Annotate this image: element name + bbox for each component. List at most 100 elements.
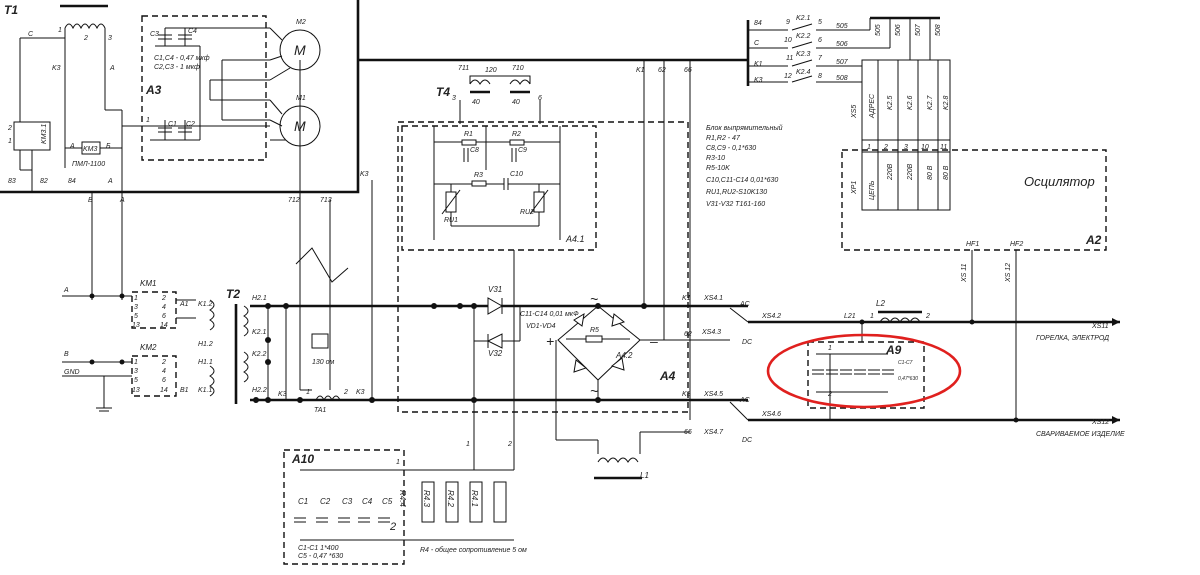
svg-text:XS4.5: XS4.5 xyxy=(703,391,723,398)
svg-text:V31-V32 T161-160: V31-V32 T161-160 xyxy=(706,201,765,208)
svg-text:XS4.7: XS4.7 xyxy=(703,429,724,436)
svg-text:C4: C4 xyxy=(188,28,197,35)
a9-caps xyxy=(812,369,894,375)
svg-text:R2: R2 xyxy=(512,131,521,138)
svg-text:12: 12 xyxy=(784,73,792,80)
svg-text:H1.2: H1.2 xyxy=(198,341,213,348)
svg-text:11: 11 xyxy=(786,55,793,62)
svg-text:10: 10 xyxy=(784,37,792,44)
svg-text:220В: 220В xyxy=(907,163,914,181)
cep-label: ЦЕПЬ xyxy=(869,180,876,200)
svg-text:120: 120 xyxy=(485,67,497,74)
svg-text:1: 1 xyxy=(306,389,310,396)
t4-label: T4 xyxy=(436,85,450,99)
svg-text:506: 506 xyxy=(895,24,902,36)
svg-text:~: ~ xyxy=(590,291,598,307)
a3-block xyxy=(141,15,267,161)
ta1-coil xyxy=(315,395,341,402)
svg-text:1: 1 xyxy=(396,459,400,466)
svg-text:A: A xyxy=(69,143,75,150)
svg-text:6: 6 xyxy=(162,313,166,320)
xs11-label: XS11 xyxy=(1091,323,1109,330)
svg-text:713: 713 xyxy=(320,197,332,204)
torch-label: ГОРЕЛКА, ЭЛЕКТРОД xyxy=(1036,335,1109,342)
svg-text:2: 2 xyxy=(161,295,166,302)
svg-text:3: 3 xyxy=(108,35,112,42)
svg-text:C1: C1 xyxy=(168,121,177,128)
svg-text:507: 507 xyxy=(915,23,922,36)
km1-label: KM1 xyxy=(140,279,156,288)
a41-components: R1 R2 C8 C9 R3 C10 RU1 RU2 xyxy=(433,126,561,240)
svg-text:3: 3 xyxy=(452,95,456,102)
svg-text:7: 7 xyxy=(818,55,823,62)
svg-text:2: 2 xyxy=(161,359,166,366)
svg-text:14: 14 xyxy=(160,387,168,394)
svg-text:R3-10: R3-10 xyxy=(706,155,725,162)
svg-text:C3: C3 xyxy=(150,31,159,38)
svg-text:K3: K3 xyxy=(360,171,369,178)
svg-text:C9: C9 xyxy=(518,147,527,154)
svg-text:4: 4 xyxy=(162,304,166,311)
svg-text:1: 1 xyxy=(870,313,874,320)
svg-text:66: 66 xyxy=(684,429,692,436)
svg-text:2: 2 xyxy=(925,313,930,320)
svg-text:R4.4: R4.4 xyxy=(398,490,407,507)
oscillator-block xyxy=(841,149,1107,251)
a42-label: A4.2 xyxy=(615,351,633,360)
svg-text:RU2: RU2 xyxy=(520,209,534,216)
motor-m2-letter: M xyxy=(294,42,306,58)
t2-transformer: T2 H2.1K2.1 K2.2H2.2 K3 xyxy=(226,287,289,404)
svg-text:Б: Б xyxy=(106,143,111,150)
a41-label: A4.1 xyxy=(565,234,585,244)
svg-text:506: 506 xyxy=(836,41,848,48)
svg-text:R4.3: R4.3 xyxy=(422,490,431,507)
svg-text:6: 6 xyxy=(162,377,166,384)
hf1-label: HF1 xyxy=(966,241,979,248)
svg-text:R4.1: R4.1 xyxy=(470,490,479,507)
svg-text:711: 711 xyxy=(458,65,469,72)
svg-text:220В: 220В xyxy=(887,163,894,181)
a41-block xyxy=(401,125,597,251)
svg-text:K2.6: K2.6 xyxy=(907,95,914,110)
a4-block xyxy=(397,121,689,413)
t1-label: T1 xyxy=(4,3,18,17)
thyristors: V31 V32 C11-C14 0,01 мкФ VD1-VD4 xyxy=(431,285,579,403)
thyristor-v31 xyxy=(487,297,504,315)
svg-text:6: 6 xyxy=(538,95,542,102)
svg-text:R3: R3 xyxy=(474,172,483,179)
highlight-ellipse xyxy=(766,333,962,409)
svg-text:505: 505 xyxy=(836,23,848,30)
svg-text:K1.2: K1.2 xyxy=(198,301,213,308)
hf2-label: HF2 xyxy=(1010,241,1023,248)
svg-text:80 В: 80 В xyxy=(943,165,950,180)
km3-label: KM3 xyxy=(83,146,98,153)
svg-text:K2.2: K2.2 xyxy=(252,351,267,358)
svg-text:1: 1 xyxy=(466,441,470,448)
svg-text:Блок выпрямительный: Блок выпрямительный xyxy=(706,124,783,132)
svg-text:1: 1 xyxy=(134,295,138,302)
wire-84b-label: 84 xyxy=(68,178,76,185)
svg-text:K1: K1 xyxy=(682,295,691,302)
svg-text:R1: R1 xyxy=(464,131,473,138)
svg-text:~: ~ xyxy=(590,383,598,399)
oscillator-a2: Осцилятор A2 HF1 HF2 XS 11 XS 12 xyxy=(841,149,1107,420)
wire-c-label: C xyxy=(28,31,34,38)
a2-label: A2 xyxy=(1085,233,1102,247)
svg-text:40: 40 xyxy=(512,99,520,106)
inductor-l2 xyxy=(879,317,921,323)
svg-text:62: 62 xyxy=(658,67,666,74)
a3-cap-note-2: C2,C3 - 1 мкф xyxy=(154,64,200,71)
vd-label: VD1-VD4 xyxy=(526,323,556,330)
svg-text:AC: AC xyxy=(739,301,751,308)
svg-text:B: B xyxy=(88,197,93,204)
connector-table xyxy=(861,59,951,211)
svg-text:0,47*630: 0,47*630 xyxy=(898,376,918,382)
svg-text:A: A xyxy=(63,287,69,294)
gnd-label: GND xyxy=(64,369,80,376)
svg-text:66: 66 xyxy=(684,67,692,74)
resistor-130-label: 130 ом xyxy=(312,359,335,366)
svg-text:XS 12: XS 12 xyxy=(1005,263,1012,283)
